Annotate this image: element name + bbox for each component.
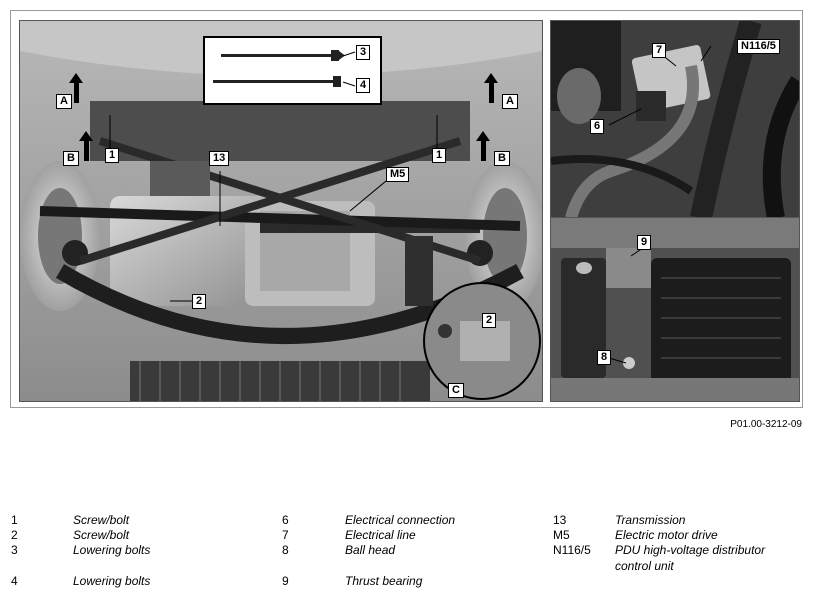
legend-num: M5 <box>553 528 570 542</box>
legend-text: Screw/bolt <box>73 528 130 542</box>
lowering-bolts-inset: 3 4 <box>203 36 382 105</box>
legend-text-continuation: control unit <box>615 559 674 573</box>
label-c: C <box>448 383 464 398</box>
arrow-b-left-icon <box>79 131 93 141</box>
label-6: 6 <box>590 119 605 134</box>
label-2-inset: 2 <box>482 313 497 328</box>
label-8: 8 <box>597 350 612 365</box>
pdu-connection-photo: 7 N116/5 6 <box>550 20 800 219</box>
legend-text: Transmission <box>615 513 686 527</box>
legend-num: 8 <box>282 543 289 557</box>
label-b-right: B <box>494 151 510 166</box>
ball-head-illustration <box>551 218 799 401</box>
arrow-a-right-shaft <box>489 81 494 103</box>
legend-num: 1 <box>11 513 18 527</box>
label-1-left: 1 <box>105 148 120 163</box>
ball-head-photo: 9 8 <box>550 217 800 402</box>
label-b-left: B <box>63 151 79 166</box>
legend-text: Electrical line <box>345 528 416 542</box>
legend-text: PDU high-voltage distributor <box>615 543 766 557</box>
label-9: 9 <box>637 235 652 250</box>
arrow-a-right-icon <box>484 73 498 83</box>
label-a-left: A <box>56 94 72 109</box>
arrow-a-left-shaft <box>74 81 79 103</box>
legend-num: 9 <box>282 574 289 588</box>
arrow-a-left-icon <box>69 73 83 83</box>
legend-text: Electric motor drive <box>615 528 718 542</box>
label-m5: M5 <box>386 167 410 182</box>
arrow-b-left-shaft <box>84 139 89 161</box>
main-underbody-photo: A A B B 1 1 13 M5 2 2 C 3 <box>19 20 543 402</box>
legend-text: Lowering bolts <box>73 543 151 557</box>
legend-num: 7 <box>282 528 289 542</box>
legend-num: 6 <box>282 513 289 527</box>
figure-frame: A A B B 1 1 13 M5 2 2 C 3 <box>10 10 803 408</box>
legend-text: Electrical connection <box>345 513 456 527</box>
lowering-bolts-drawing <box>213 50 356 87</box>
legend-num: 13 <box>553 513 567 527</box>
legend-text: Thrust bearing <box>345 574 423 588</box>
label-3: 3 <box>356 45 371 60</box>
legend-num: N116/5 <box>553 543 591 557</box>
arrow-b-right-icon <box>476 131 490 141</box>
legend-text: Screw/bolt <box>73 513 130 527</box>
legend-text: Lowering bolts <box>73 574 151 588</box>
label-1-right: 1 <box>432 148 447 163</box>
label-n1165: N116/5 <box>737 39 780 54</box>
arrow-b-right-shaft <box>481 139 486 161</box>
legend-num: 2 <box>11 528 18 542</box>
label-7: 7 <box>652 43 667 58</box>
figure-code: P01.00-3212-09 <box>730 419 802 430</box>
label-13: 13 <box>209 151 230 166</box>
legend-num: 4 <box>11 574 18 588</box>
label-a-right: A <box>502 94 518 109</box>
label-4: 4 <box>356 78 371 93</box>
legend-num: 3 <box>11 543 18 557</box>
label-2-lower: 2 <box>192 294 207 309</box>
legend-text: Ball head <box>345 543 396 557</box>
